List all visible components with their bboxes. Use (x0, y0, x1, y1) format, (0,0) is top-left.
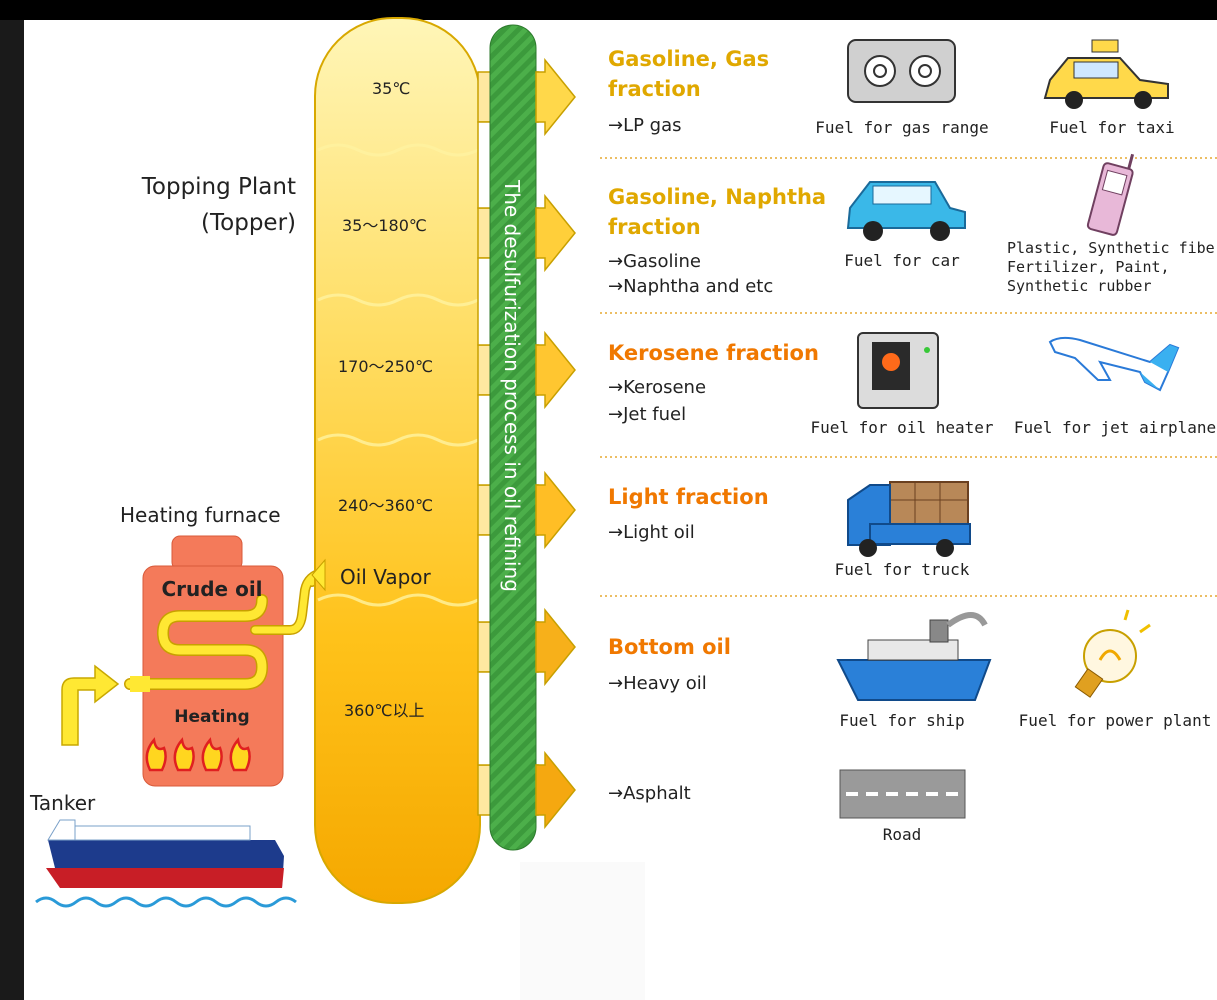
product-label: →Light oil (608, 522, 695, 543)
topping-plant-label: Topping Plant (141, 174, 296, 200)
taxi-icon (1043, 39, 1169, 109)
use-label: Fuel for oil heater (810, 418, 993, 437)
fraction-title: Bottom oil (608, 635, 731, 659)
gas-range-icon (847, 39, 956, 103)
product-label: →Naphtha and etc (608, 276, 773, 297)
fraction-title: fraction (608, 77, 701, 101)
product-label: →Gasoline (608, 251, 701, 272)
temperature-label: 170～250℃ (338, 357, 433, 376)
temperature-label: 35～180℃ (342, 216, 427, 235)
temperature-label: 35℃ (372, 79, 410, 98)
use-label: Synthetic rubber (1007, 277, 1152, 295)
mobile-phone-icon (1086, 153, 1135, 236)
topper-label: (Topper) (201, 210, 296, 236)
light-bulb-icon (1074, 609, 1151, 698)
temperature-label: 240～360℃ (338, 496, 433, 515)
desulfurization-band (489, 24, 537, 851)
oil-heater-icon (857, 332, 939, 409)
oil-vapor-label: Oil Vapor (340, 565, 432, 589)
fraction-title: Light fraction (608, 485, 769, 509)
tanker-ship-icon (35, 819, 297, 908)
heating-furnace-icon (124, 535, 329, 787)
use-label: Fuel for truck (835, 560, 970, 579)
use-label: Plastic, Synthetic fibe (1007, 239, 1215, 257)
fraction-title: Gasoline, Gas (608, 47, 769, 71)
product-label: →LP gas (608, 115, 682, 136)
road-icon (839, 769, 966, 819)
use-label: Road (883, 825, 922, 844)
fraction-title: fraction (608, 215, 701, 239)
heating-label: Heating (174, 707, 249, 727)
use-label: Fuel for car (844, 251, 960, 270)
use-label: Fuel for gas range (815, 118, 988, 137)
vapor-inlet-icon (311, 558, 326, 592)
fraction-title: Kerosene fraction (608, 341, 819, 365)
ship-icon (836, 612, 992, 701)
heating-furnace-label: Heating furnace (120, 503, 281, 527)
jet-airplane-icon (1048, 336, 1180, 392)
fraction-arrows (535, 57, 576, 830)
tower-layer-waves (317, 143, 479, 607)
product-label: →Asphalt (608, 783, 691, 804)
use-label: Fertilizer, Paint, (1007, 258, 1170, 276)
crude-oil-label: Crude oil (161, 577, 262, 601)
use-label: Fuel for power plant (1019, 711, 1212, 730)
product-label: →Jet fuel (608, 404, 686, 425)
car-icon (846, 181, 966, 241)
product-label: →Heavy oil (608, 673, 707, 694)
tanker-label: Tanker (29, 791, 96, 815)
truck-icon (847, 481, 971, 557)
watermark (520, 862, 645, 1000)
temperature-label: 360℃以上 (344, 701, 425, 720)
desulfurization-label: The desulfurization process in oil refin… (500, 179, 524, 592)
use-label: Fuel for ship (839, 711, 964, 730)
use-label: Fuel for taxi (1049, 118, 1174, 137)
product-label: →Kerosene (608, 377, 706, 398)
fraction-title: Gasoline, Naphtha (608, 185, 826, 209)
use-label: Fuel for jet airplane (1014, 418, 1216, 437)
feed-arrow-icon (61, 664, 120, 746)
